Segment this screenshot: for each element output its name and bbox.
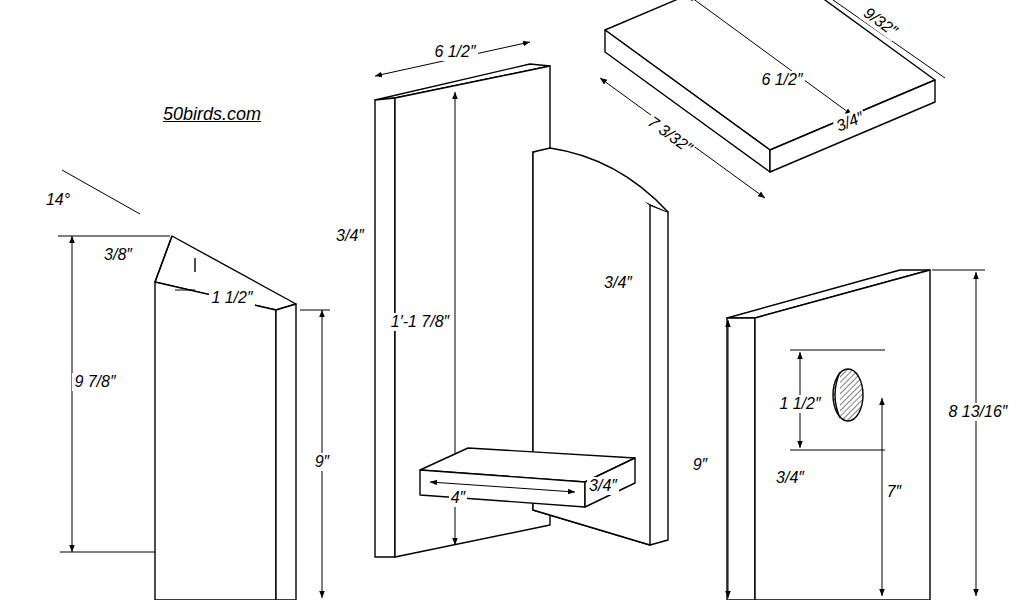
- dimension-label: 7″: [885, 483, 904, 501]
- dimension-label: 3/4″: [832, 108, 868, 136]
- dimension-label: 4″: [449, 489, 468, 507]
- dimension-label: 9″: [691, 456, 710, 474]
- dimension-label: 6 1/2″: [432, 43, 477, 61]
- dimension-label: 9 7/8″: [72, 373, 117, 391]
- side-dimensions: [58, 170, 330, 598]
- dimension-label: 3/4″: [774, 469, 806, 487]
- dimension-label: 3/4″: [334, 227, 366, 245]
- dimension-label: 7 3/32″: [643, 112, 697, 158]
- roof-board: [600, 0, 945, 198]
- dimension-label: 3/8″: [102, 246, 134, 264]
- dimension-label: 14°: [44, 191, 72, 209]
- dimension-label: 1′-1 7/8″: [389, 313, 451, 331]
- watermark: 50birds.com: [161, 105, 263, 125]
- front-board: [727, 270, 930, 600]
- dimension-label: 3/4″: [587, 477, 619, 495]
- floor-board: [420, 448, 635, 507]
- dimension-label: 1 1/2″: [209, 289, 254, 307]
- front-dimensions: [728, 270, 985, 598]
- dimension-label: 8 13/16″: [946, 403, 1009, 421]
- dimension-label: 3/4″: [602, 274, 634, 292]
- dimension-label: 1 1/2″: [777, 395, 822, 413]
- dimension-label: 9/32″: [858, 3, 901, 41]
- side-board: [155, 236, 296, 600]
- dimension-label: 9″: [313, 453, 332, 471]
- dimension-label: 6 1/2″: [759, 71, 804, 89]
